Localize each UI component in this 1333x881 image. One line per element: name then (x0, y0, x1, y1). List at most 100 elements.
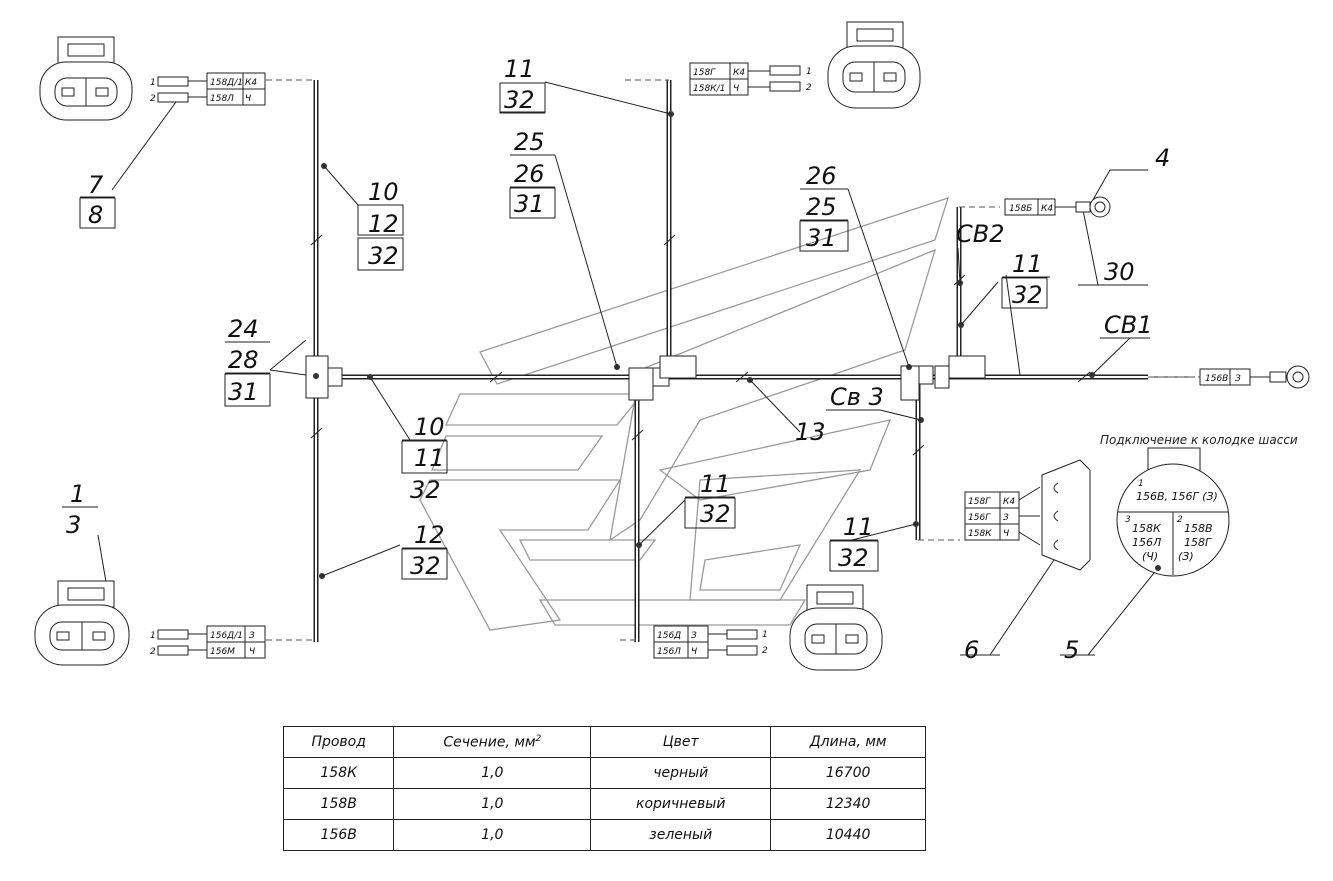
callout-11: 11 (700, 470, 731, 498)
table-header-row: Провод Сечение, мм2 Цвет Длина, мм (282, 726, 926, 758)
callout-12: 12 (368, 210, 399, 238)
table-row: 158К 1,0 черный 16700 (282, 757, 926, 789)
wire-code: 158Д/1 (210, 78, 243, 88)
wire-color: К4 (733, 68, 745, 78)
wire-color: К4 (1041, 204, 1053, 214)
pin-number: 1 (150, 631, 156, 641)
pin-number: 1 (806, 67, 812, 77)
callout-cv1: СВ1 (1104, 311, 1153, 339)
table-cell: коричневый (590, 788, 772, 820)
callout-3: 3 (66, 511, 81, 539)
wire-code: 156Г (968, 513, 991, 523)
callout-10: 10 (414, 413, 445, 441)
wire-code: 156М (210, 647, 235, 657)
column-header: Длина, мм (770, 726, 926, 758)
callout-25: 25 (514, 128, 545, 156)
callout-13: 13 (795, 418, 826, 446)
wire-code: 158Л (210, 94, 234, 104)
callouts: 7 8 10 12 32 11 32 25 26 31 26 25 31 4 3… (66, 55, 1170, 664)
callout-26: 26 (806, 162, 837, 190)
chassis-connection-note: Подключение к колодке шасси (1100, 433, 1298, 447)
chassis-pin-label: 158К (1132, 522, 1162, 535)
column-header: Сечение, мм2 (393, 726, 592, 758)
table-cell: черный (590, 757, 772, 789)
wire-color: Ч (245, 94, 251, 104)
wire-code: 156Д/1 (210, 631, 243, 641)
wire-code: 156В (1205, 374, 1228, 384)
chassis-pin-label: (Ч) (1142, 550, 1158, 563)
callout-1: 1 (70, 480, 85, 508)
wire-code: 156Д (657, 631, 681, 641)
column-header: Цвет (590, 726, 772, 758)
callout-26: 26 (514, 160, 545, 188)
wire-color: З (1235, 374, 1241, 384)
pin-number: 2 (150, 94, 156, 104)
callout-32: 32 (700, 500, 731, 528)
callout-11: 11 (1012, 250, 1043, 278)
callout-7: 7 (88, 171, 104, 199)
callout-24: 24 (228, 315, 259, 343)
chassis-pin-label: 158В (1184, 522, 1213, 535)
wire-color: Ч (691, 647, 697, 657)
callout-5: 5 (1064, 636, 1079, 664)
table-cell: 10440 (770, 819, 926, 851)
callout-32: 32 (410, 476, 441, 504)
wire-code: 158Г (693, 68, 716, 78)
ring-terminal-right: 156В З (1199, 365, 1310, 389)
wire-tag-top-left: 1 2 158Д/1 К4 158Л Ч (150, 72, 266, 106)
connector-bottom-center (789, 584, 883, 671)
table-cell: 12340 (770, 788, 926, 820)
callout-28: 28 (228, 346, 259, 374)
callout-30: 30 (1104, 258, 1135, 286)
callout-11: 11 (843, 513, 874, 541)
column-header: Провод (282, 726, 395, 758)
wire-color: З (1003, 513, 1009, 523)
table-cell: 158В (282, 788, 395, 820)
callout-4: 4 (1155, 144, 1170, 172)
wire-color: К4 (245, 78, 257, 88)
pin-number: 2 (762, 646, 768, 656)
callout-32: 32 (838, 544, 869, 572)
pin-number: 2 (150, 647, 156, 657)
wire-tag-top-center: 158Г К4 158К/1 Ч 1 2 (689, 62, 812, 96)
callout-6: 6 (964, 636, 979, 664)
callout-31: 31 (514, 190, 545, 218)
table-cell: 1,0 (393, 757, 592, 789)
callout-11: 11 (414, 444, 445, 472)
callout-32: 32 (1012, 281, 1043, 309)
table-cell: 1,0 (393, 819, 592, 851)
table-row: 156В 1,0 зеленый 10440 (282, 819, 926, 851)
superscript: 2 (535, 733, 542, 744)
wire-code: 158Б (1009, 204, 1032, 214)
chassis-pin-number: 1 (1138, 479, 1144, 489)
table-row: 158В 1,0 коричневый 12340 (282, 788, 926, 820)
table-cell: 16700 (770, 757, 926, 789)
callout-11: 11 (504, 55, 535, 83)
wire-color: Ч (249, 647, 255, 657)
table-cell: 158К (282, 757, 395, 789)
connector-top-center (827, 21, 921, 109)
wire-color: З (249, 631, 255, 641)
terminal-block: 158Г К4 156Г З 158К Ч (964, 459, 1091, 571)
wire-code: 156Л (657, 647, 681, 657)
chassis-pin-number: 3 (1125, 515, 1131, 525)
wire-color: К4 (1003, 497, 1015, 507)
chassis-pin-label: 158Г (1184, 536, 1212, 549)
wire-color: Ч (1003, 529, 1009, 539)
table-cell: 156В (282, 819, 395, 851)
callout-cv3: Св 3 (830, 383, 884, 411)
callout-cv2: СВ2 (956, 220, 1005, 248)
callout-12: 12 (414, 521, 445, 549)
wire-code: 158Г (968, 497, 991, 507)
watermark-logo (419, 196, 949, 631)
chassis-pin-label: 156Л (1132, 536, 1161, 549)
callout-8: 8 (88, 201, 103, 229)
wire-code: 158К (968, 529, 992, 539)
wire-code: 158К/1 (693, 84, 725, 94)
connector-bottom-left (34, 580, 130, 666)
chassis-connector: Подключение к колодке шасси 1 156В, 156Г… (1100, 433, 1298, 577)
chassis-pin-label: 156В, 156Г (З) (1136, 490, 1218, 503)
wire-tag-bottom-center: 156Д З 156Л Ч 1 2 (653, 625, 768, 659)
wire-color: З (691, 631, 697, 641)
